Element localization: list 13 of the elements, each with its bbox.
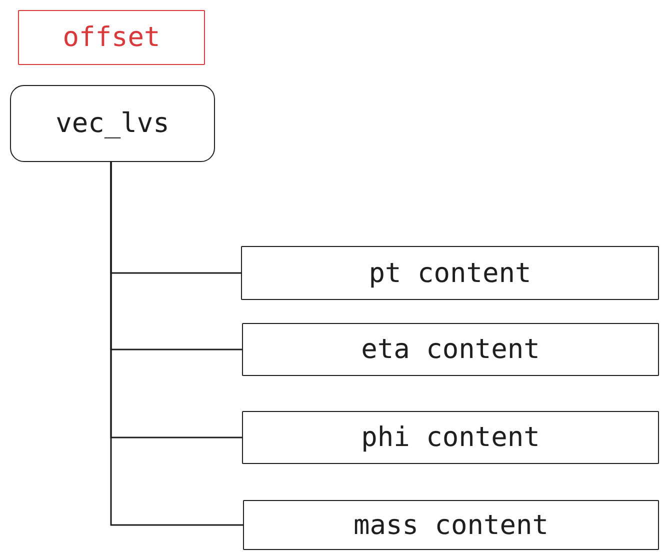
node-box xyxy=(242,323,659,376)
node-box xyxy=(10,85,215,162)
node-label: eta content xyxy=(361,334,540,365)
node-box xyxy=(241,246,659,300)
node-box xyxy=(242,411,659,464)
note-box xyxy=(18,10,205,65)
node-label: offset xyxy=(62,22,160,53)
node-label: pt content xyxy=(368,258,532,288)
node-label: mass content xyxy=(353,510,549,540)
node-label: phi content xyxy=(361,422,540,453)
node-label: vec_lvs xyxy=(56,108,170,139)
connector-line xyxy=(110,162,243,526)
node-box xyxy=(243,500,659,550)
